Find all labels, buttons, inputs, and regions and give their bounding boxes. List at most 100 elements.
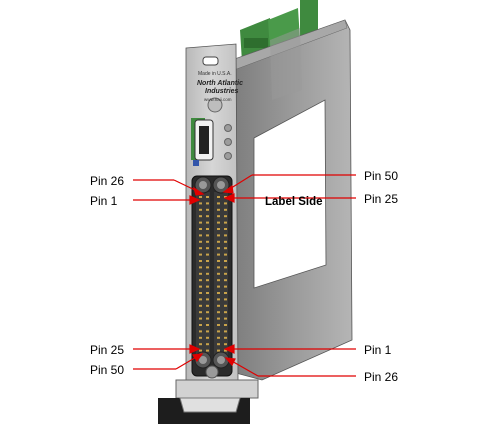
connector-pin (199, 228, 202, 230)
connector-pin (206, 285, 209, 288)
card-side-frame (231, 19, 353, 381)
connector-pin (224, 221, 227, 224)
pin-label-right-bottom-1: Pin 1 (364, 343, 392, 357)
connector-pin (206, 349, 209, 352)
label-side-text: Label Side (265, 196, 323, 208)
connector-pin (199, 324, 202, 326)
connector-pin (206, 317, 209, 320)
made-in-text: Made in U.S.A. (198, 71, 232, 77)
connector-pin (199, 279, 202, 282)
connector-pin (217, 279, 220, 282)
connector-pin (199, 298, 202, 301)
connector-pin (224, 330, 227, 333)
connector-pin (224, 292, 227, 294)
connector-pin (217, 317, 220, 320)
connector-pin (217, 196, 220, 198)
brand-line-1: North Atlantic (197, 80, 244, 87)
connector-pin (199, 311, 202, 314)
connector-pin (217, 272, 220, 275)
connector-pin (199, 234, 202, 237)
pin-label-left-bottom-1: Pin 25 (90, 343, 125, 357)
connector-pin (206, 202, 209, 205)
connector-pin (199, 330, 202, 333)
connector-pin (199, 336, 202, 339)
connector-pin (217, 285, 220, 288)
connector-pin (206, 304, 209, 307)
connector-pin (224, 324, 227, 326)
connector-pin (224, 247, 227, 250)
connector-pin (206, 343, 209, 346)
connector-pin (206, 228, 209, 230)
connector-pin (206, 272, 209, 275)
arrowhead (191, 353, 204, 363)
connector-pin (217, 266, 220, 269)
connector-pin (199, 285, 202, 288)
connector-pin (199, 196, 202, 198)
arrow-line (175, 355, 199, 370)
connector-pin (217, 336, 220, 339)
connector-pin (217, 208, 220, 211)
connector-pin (224, 196, 227, 198)
connector-pin (224, 317, 227, 320)
connector-pin (206, 298, 209, 301)
dual-connector (191, 175, 233, 379)
connector-pin (206, 324, 209, 326)
connector-pin (217, 349, 220, 352)
connector-pin (217, 260, 220, 262)
connector-pin (224, 285, 227, 288)
connector-pin (206, 279, 209, 282)
connector-pin (206, 215, 209, 218)
connector-pin (206, 208, 209, 211)
pin-label-right-top-2: Pin 25 (364, 192, 399, 206)
connector-pin (206, 253, 209, 256)
pin-label-right-top-1: Pin 50 (364, 169, 399, 183)
connector-pin (206, 292, 209, 294)
arrowhead (189, 195, 201, 205)
connector-pin (217, 215, 220, 218)
connector-pin (199, 208, 202, 211)
connector-pin (206, 311, 209, 314)
connector-pin (217, 221, 220, 224)
brand-line-2: Industries (205, 88, 239, 95)
connector-pin (224, 228, 227, 230)
ejector-handle (158, 379, 259, 424)
connector-pin (224, 336, 227, 339)
connector-pin (206, 336, 209, 339)
connector-pin (224, 298, 227, 301)
connector-pin (217, 228, 220, 230)
connector-pin (206, 260, 209, 262)
connector-pin (199, 317, 202, 320)
connector-pin (206, 247, 209, 250)
website-text: www.naii.com (204, 97, 232, 102)
pin-arrows (133, 174, 356, 377)
connector-pin (217, 343, 220, 346)
connector-pin (217, 240, 220, 243)
arrowhead (222, 184, 234, 194)
connector-pin (224, 279, 227, 282)
pin-label-right-bottom-2: Pin 26 (364, 370, 399, 384)
connector-pin (224, 253, 227, 256)
connector-pin (199, 304, 202, 307)
connector-pin (199, 349, 202, 352)
arrowhead (224, 357, 236, 367)
connector-pin (217, 298, 220, 301)
connector-pin (224, 215, 227, 218)
connector-pin (206, 196, 209, 198)
connector-pin (199, 202, 202, 205)
connector-pin (199, 260, 202, 262)
connector-pin (199, 272, 202, 275)
connector-pin (206, 240, 209, 243)
pin-label-left-top-1: Pin 26 (90, 174, 125, 188)
arrowhead (223, 193, 235, 203)
pin-label-left-top-2: Pin 1 (90, 194, 118, 208)
pin-label-left-bottom-2: Pin 50 (90, 363, 125, 377)
connector-pin (224, 202, 227, 205)
connector-pin (217, 292, 220, 294)
connector-pin (224, 260, 227, 262)
connector-pin (224, 272, 227, 275)
connector-pin (199, 240, 202, 243)
arrow-line (229, 359, 259, 377)
connector-pin (224, 343, 227, 346)
connector-pin (217, 324, 220, 326)
